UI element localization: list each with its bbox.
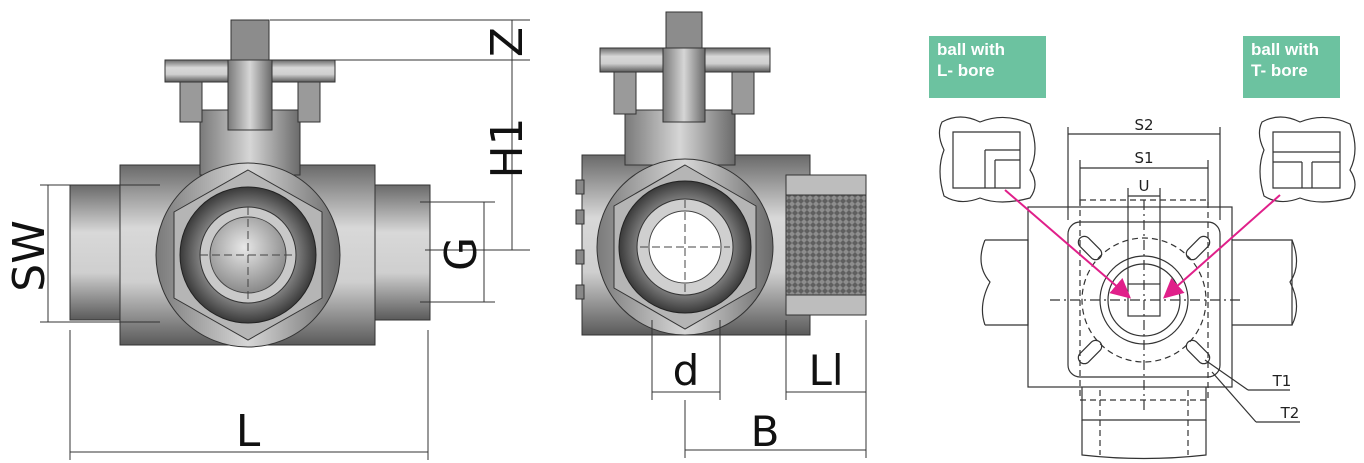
front-view <box>69 19 431 348</box>
dim-h1: H1 <box>482 117 533 178</box>
dim-b: B <box>751 407 780 456</box>
dim-s1: S1 <box>1134 149 1153 167</box>
dim-sw: SW <box>4 220 55 291</box>
l-bore-detail <box>938 116 1036 203</box>
dim-s2: S2 <box>1134 116 1153 134</box>
dim-z: Z <box>482 27 533 57</box>
dim-t1: T1 <box>1272 372 1292 390</box>
callout-l-bore-line1: ball with <box>937 40 1005 59</box>
side-view <box>575 11 867 336</box>
callout-l-bore: ball with L- bore <box>929 36 1046 98</box>
l-bore-arrow <box>1004 189 1132 299</box>
fig1-dimensions <box>40 19 530 460</box>
top-view-drawing <box>980 127 1300 460</box>
dim-g: G <box>436 237 487 271</box>
callout-t-bore-line2: T- bore <box>1251 61 1308 80</box>
t-bore-detail <box>1258 116 1356 203</box>
dim-d: d <box>673 346 700 395</box>
callout-t-bore-line1: ball with <box>1251 40 1319 59</box>
dim-t2: T2 <box>1280 404 1300 422</box>
t-bore-arrow <box>1163 194 1281 299</box>
callout-t-bore: ball with T- bore <box>1243 36 1340 98</box>
dim-ll: Ll <box>808 346 843 395</box>
dim-u: U <box>1139 177 1150 195</box>
fig2-dimensions <box>651 320 867 458</box>
dim-l: L <box>236 406 261 457</box>
callout-l-bore-line2: L- bore <box>937 61 995 80</box>
